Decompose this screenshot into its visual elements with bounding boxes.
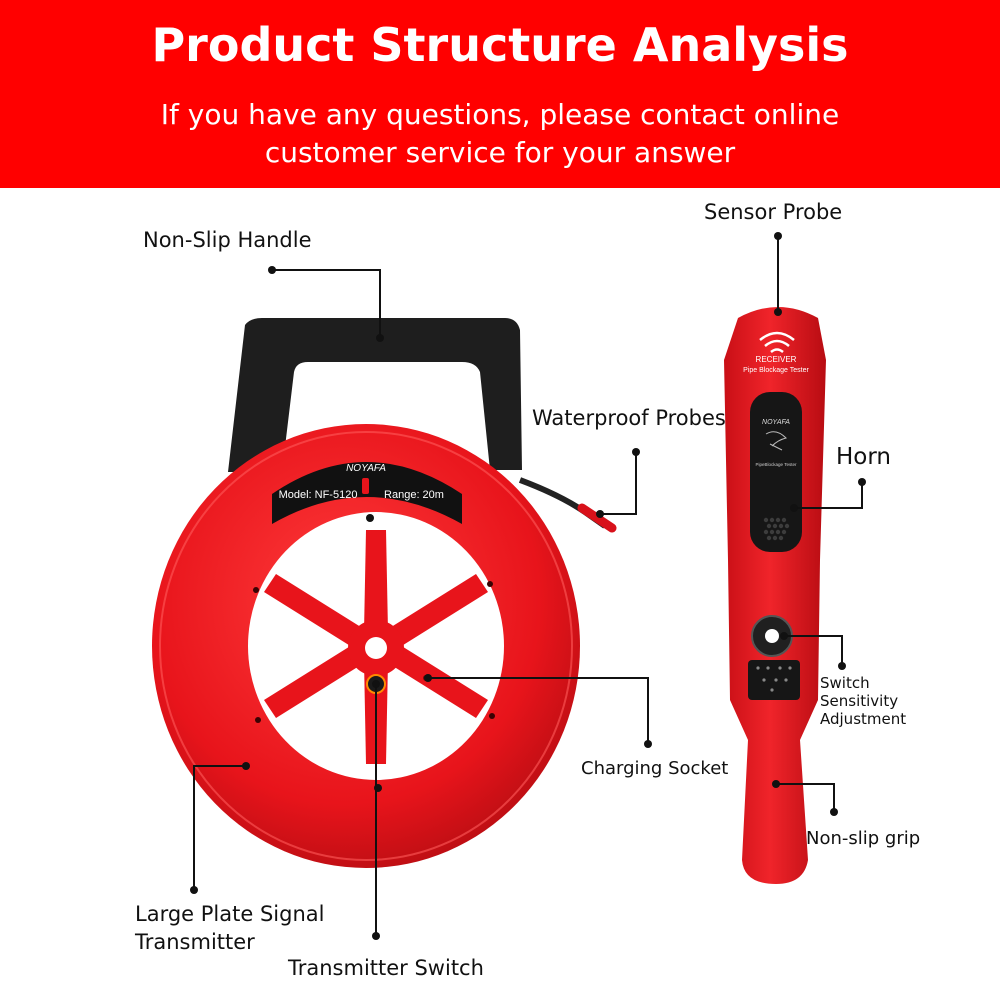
receiver-label-sub: Pipe Blockage Tester: [743, 367, 809, 374]
receiver-panel: [750, 392, 802, 552]
label-large-plate-line-1: Large Plate Signal: [135, 902, 325, 926]
wifi-icon: [759, 331, 795, 354]
leader-charging-socket: [428, 677, 649, 744]
indicator-leds: [756, 666, 792, 692]
receiver-brand: NOYAFA: [762, 419, 790, 426]
label-non-slip-handle: Non-Slip Handle: [143, 228, 312, 252]
reel-indicator: [362, 478, 369, 494]
label-transmitter-switch: Transmitter Switch: [288, 956, 484, 980]
leader-horn: [794, 482, 863, 509]
leader-dots: [190, 232, 866, 940]
page-title: Product Structure Analysis: [151, 18, 849, 72]
leader-non-slip-grip: [776, 783, 835, 812]
leader-lines: [193, 236, 863, 936]
waterproof-probe-tip: [577, 503, 617, 533]
subtitle-line-1: If you have any questions, please contac…: [160, 98, 840, 131]
label-charging-socket: Charging Socket: [581, 758, 729, 779]
label-sensor-probe: Sensor Probe: [704, 200, 843, 224]
speaker-grille-icon: [763, 517, 790, 541]
reel-range: Range: 20m: [384, 489, 444, 501]
label-horn: Horn: [836, 444, 891, 470]
bird-logo-icon: [765, 431, 787, 451]
leader-large-plate: [193, 765, 246, 890]
label-switch-line-3: Adjustment: [820, 710, 907, 728]
label-switch-line-1: Switch: [820, 674, 870, 692]
knob-center: [765, 629, 779, 643]
label-large-plate-line-2: Transmitter: [135, 930, 255, 954]
subtitle-line-2: customer service for your answer: [264, 136, 736, 169]
receiver-device: RECEIVER Pipe Blockage Tester NOYAFA Pip…: [724, 307, 826, 884]
indicator-panel: [748, 660, 800, 700]
leader-waterproof-probes: [600, 452, 637, 515]
label-non-slip-grip: Non-slip grip: [806, 828, 921, 849]
label-large-plate-transmitter: Large Plate Signal Transmitter: [135, 900, 395, 956]
header-banner: Product Structure Analysis If you have a…: [0, 0, 1000, 188]
receiver-label-top: RECEIVER: [756, 355, 797, 364]
label-switch-line-2: Sensitivity: [820, 692, 899, 710]
reel-hub-hole: [365, 637, 387, 659]
page-subtitle: If you have any questions, please contac…: [0, 96, 1000, 172]
reel-model: Model: NF-5120: [279, 489, 358, 501]
reel-brand: NOYAFA: [346, 463, 386, 474]
label-switch-sensitivity: Switch Sensitivity Adjustment: [820, 674, 930, 728]
label-waterproof-probes: Waterproof Probes: [532, 406, 726, 430]
reel-rim-highlight: [159, 431, 573, 861]
receiver-panel-text: PipeBlockage Tester: [756, 462, 797, 467]
leader-non-slip-handle: [272, 269, 381, 338]
leader-switch: [784, 635, 843, 666]
product-illustration: NOYAFA Model: NF-5120 Range: 20m RE: [152, 232, 866, 940]
non-slip-handle: [228, 318, 522, 472]
transmitter-reel: NOYAFA Model: NF-5120 Range: 20m: [152, 318, 617, 868]
